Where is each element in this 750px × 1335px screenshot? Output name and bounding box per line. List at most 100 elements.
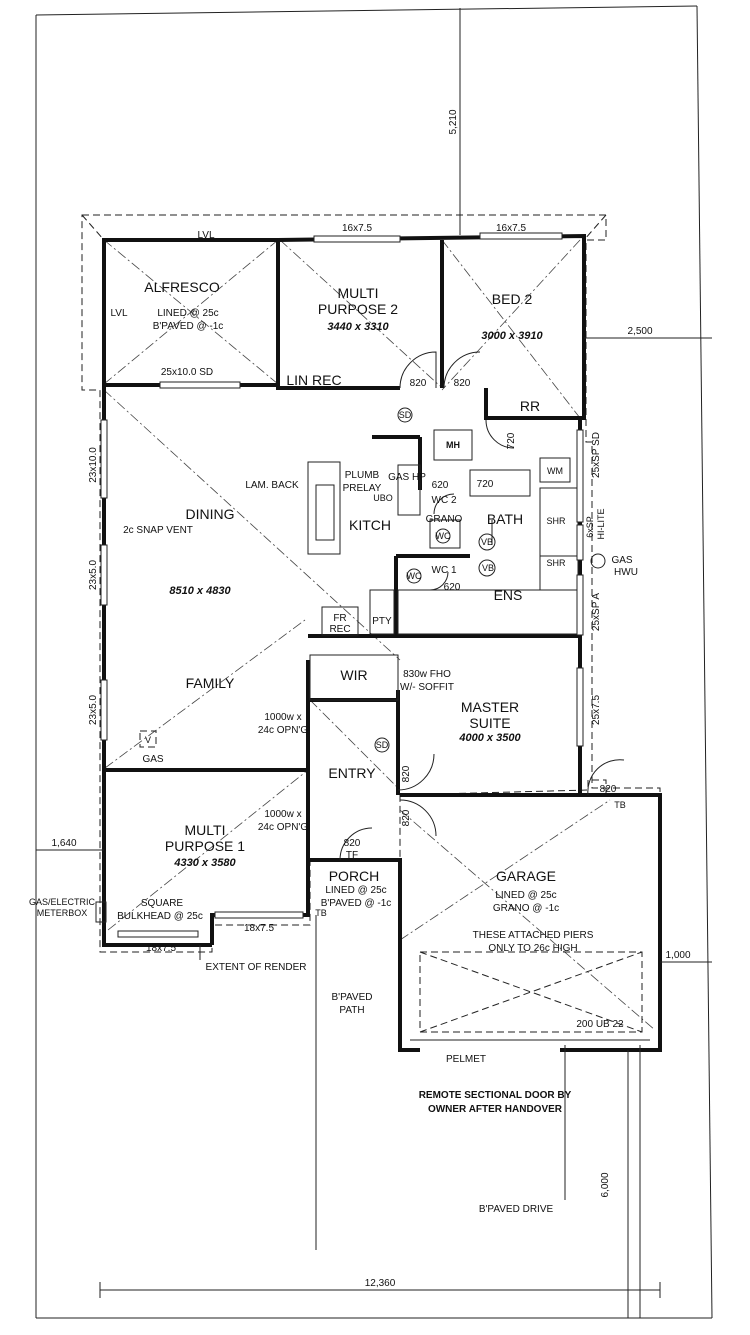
wm-label: WM bbox=[547, 466, 563, 476]
door-820-a: 820 bbox=[410, 378, 427, 389]
plumb-label: PLUMB bbox=[345, 470, 380, 481]
garage-line2: GRANO @ -1c bbox=[493, 903, 559, 914]
master-size: 4000 x 3500 bbox=[458, 732, 521, 744]
fr-label: FR bbox=[333, 613, 346, 624]
gas-v: V bbox=[145, 735, 151, 745]
extent-render: EXTENT OF RENDER bbox=[206, 962, 307, 973]
master-title-1: MASTER bbox=[461, 699, 519, 715]
door-720-b: 720 bbox=[477, 479, 494, 490]
opng-b1: 1000w x bbox=[264, 809, 301, 820]
fho-2: W/- SOFFIT bbox=[400, 682, 454, 693]
win-18x75-a: 18x7.5 bbox=[146, 943, 176, 954]
door-820-b: 820 bbox=[454, 378, 471, 389]
win-23x5-b: 23x5.0 bbox=[88, 695, 99, 725]
grano: GRANO bbox=[426, 514, 463, 525]
win-25xsp-sd: 25xSP SD bbox=[591, 432, 602, 478]
vb-b: VB bbox=[482, 563, 494, 573]
roof-outline bbox=[81, 214, 661, 953]
bpaved-drive: B'PAVED DRIVE bbox=[479, 1204, 554, 1215]
prelay-label: PRELAY bbox=[343, 483, 382, 494]
driveway bbox=[315, 915, 641, 1318]
garage-line1: LINED @ 25c bbox=[495, 890, 556, 901]
win-23x5-a: 23x5.0 bbox=[88, 560, 99, 590]
mp2-size: 3440 x 3310 bbox=[327, 321, 389, 333]
lvl-left: LVL bbox=[110, 308, 127, 319]
shr2-label: SHR bbox=[546, 558, 566, 568]
lam-back: LAM. BACK bbox=[245, 480, 299, 491]
opng-b2: 24c OPN'G bbox=[258, 822, 308, 833]
piers-2: ONLY TO 26c HIGH bbox=[488, 943, 577, 954]
walls bbox=[102, 233, 662, 1052]
win-16x75-b: 16x7.5 bbox=[496, 223, 526, 234]
door-820-d: 820 bbox=[401, 809, 412, 826]
lot-boundary bbox=[35, 5, 713, 1319]
meterbox-2: METERBOX bbox=[37, 908, 88, 918]
gas-hwu-1: GAS bbox=[611, 555, 632, 566]
gas-v-box bbox=[139, 730, 157, 748]
windows bbox=[100, 232, 584, 938]
bath-label: BATH bbox=[487, 511, 523, 527]
win-6xsp: 6xSP bbox=[585, 516, 595, 538]
dimension-lines bbox=[36, 8, 712, 1318]
wc2-label: WC 2 bbox=[432, 495, 457, 506]
win-18x75-b: 18x7.5 bbox=[244, 923, 274, 934]
ens-label: ENS bbox=[494, 587, 523, 603]
lvl-top: LVL bbox=[197, 230, 214, 241]
win-16x75-a: 16x7.5 bbox=[342, 223, 372, 234]
bed2-title: BED 2 bbox=[492, 291, 533, 307]
door-620-b: 620 bbox=[444, 582, 461, 593]
opng-a1: 1000w x bbox=[264, 712, 301, 723]
fixtures bbox=[307, 407, 606, 753]
mp1-size: 4330 x 3580 bbox=[173, 857, 236, 869]
tb-a: TB bbox=[315, 908, 327, 918]
family-size: 8510 x 4830 bbox=[169, 585, 231, 597]
sd-b: SD bbox=[376, 740, 389, 750]
porch-line1: LINED @ 25c bbox=[325, 885, 386, 896]
alfresco-title: ALFRESCO bbox=[144, 279, 220, 295]
tf-label: TF bbox=[346, 850, 358, 861]
wc1-label: WC 1 bbox=[432, 565, 457, 576]
dim-right-setback: 2,500 bbox=[627, 326, 652, 337]
vb-a: VB bbox=[481, 537, 493, 547]
door-820-tf: 820 bbox=[344, 838, 361, 849]
shr1-label: SHR bbox=[546, 516, 566, 526]
rr-label: RR bbox=[520, 398, 540, 414]
dim-overall-width: 12,360 bbox=[365, 1278, 396, 1289]
opng-a2: 24c OPN'G bbox=[258, 725, 308, 736]
mp2-title-2: PURPOSE 2 bbox=[318, 301, 398, 317]
gas-label: GAS bbox=[142, 754, 163, 765]
win-25x10-sd: 25x10.0 SD bbox=[161, 367, 213, 378]
dim-drive: 6,000 bbox=[600, 1172, 611, 1197]
garage-title: GARAGE bbox=[496, 868, 556, 884]
wc-b: WC bbox=[407, 571, 422, 581]
gas-hwu-2: HWU bbox=[614, 567, 638, 578]
garage-door bbox=[410, 951, 650, 1041]
roof-diagonals bbox=[103, 239, 656, 1031]
mp2-title-1: MULTI bbox=[338, 285, 379, 301]
dim-right-garage: 1,000 bbox=[665, 950, 690, 961]
sd-a: SD bbox=[399, 410, 412, 420]
bulkhead-label: BULKHEAD @ 25c bbox=[117, 911, 203, 922]
ubo: UBO bbox=[373, 493, 393, 503]
pty-label: PTY bbox=[372, 616, 392, 627]
piers-1: THESE ATTACHED PIERS bbox=[473, 930, 594, 941]
entry-label: ENTRY bbox=[328, 765, 376, 781]
family-label: FAMILY bbox=[186, 675, 235, 691]
win-23x10: 23x10.0 bbox=[88, 447, 99, 483]
fho-1: 830w FHO bbox=[403, 669, 451, 680]
meterbox-1: GAS/ELECTRIC bbox=[29, 897, 96, 907]
dining-label: DINING bbox=[186, 506, 235, 522]
mh-label: MH bbox=[446, 440, 460, 450]
porch-title: PORCH bbox=[329, 868, 380, 884]
porch-line2: B'PAVED @ -1c bbox=[321, 898, 392, 909]
tb-b: TB bbox=[614, 800, 626, 810]
remote-2: OWNER AFTER HANDOVER bbox=[428, 1104, 563, 1115]
hi-lite: HI-LITE bbox=[596, 508, 606, 539]
door-820-e: 820 bbox=[600, 784, 617, 795]
meterbox bbox=[95, 901, 107, 923]
pelmet-label: PELMET bbox=[446, 1054, 486, 1065]
rec-label: REC bbox=[329, 624, 350, 635]
snap-vent: 2c SNAP VENT bbox=[123, 525, 193, 536]
bpaved-path-2: PATH bbox=[339, 1005, 364, 1016]
